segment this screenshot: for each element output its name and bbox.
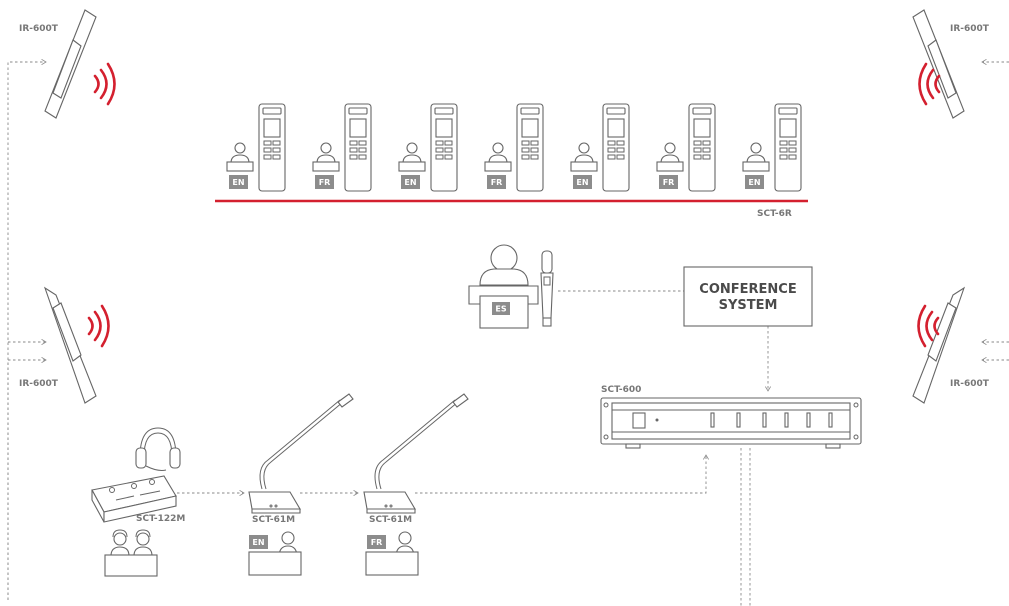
ir-wave-icon (87, 304, 110, 348)
speaker-lang-tag: ES (495, 305, 506, 314)
ir-label: IR-600T (950, 24, 990, 34)
lang-tag: EN (232, 178, 244, 187)
sct122m-label: SCT-122M (136, 514, 185, 524)
sct122m-interpreter-unit: SCT-122M (91, 427, 185, 524)
interpreter-person-icon (110, 529, 130, 557)
ir-label: IR-600T (19, 24, 59, 34)
booth-fr: FR (365, 531, 419, 576)
receiver-device-icon (602, 103, 630, 192)
headphones-icon (135, 427, 181, 471)
conference-line2: SYSTEM (719, 298, 778, 313)
booth-lang-tag: FR (371, 538, 383, 547)
ir-radiator-mid-left: IR-600T (19, 286, 110, 404)
lang-tag-box (659, 175, 678, 189)
receiver-device-icon (774, 103, 802, 192)
lang-tag-box (229, 175, 248, 189)
conference-line1: CONFERENCE (699, 282, 796, 297)
lang-tag: EN (748, 178, 760, 187)
lang-tag-box (401, 175, 420, 189)
sct61m-label: SCT-61M (369, 515, 412, 525)
lang-tag-box (745, 175, 764, 189)
booth-lang-tag: EN (252, 538, 264, 547)
receiver-unit: FR (484, 103, 544, 192)
receiver-device-icon (258, 103, 286, 192)
sct61m-delegate-mic-1: SCT-61M (248, 393, 354, 525)
ir-radiator-top-right: IR-600T (912, 9, 990, 119)
ir-label: IR-600T (950, 379, 990, 389)
lang-tag-box (487, 175, 506, 189)
interpreter-booth-desk (104, 529, 158, 577)
sct600-rack-unit: SCT-600 (600, 385, 862, 449)
sct600-label: SCT-600 (601, 385, 641, 395)
lang-tag: EN (404, 178, 416, 187)
speaker-at-lectern: ES (468, 244, 554, 329)
sct61m-delegate-mic-2: SCT-61M (363, 393, 469, 525)
receiver-device-icon (516, 103, 544, 192)
ir-radiator-top-left: IR-600T (19, 9, 116, 119)
participant-icon (742, 142, 770, 172)
lang-tag: FR (491, 178, 503, 187)
lang-tag: FR (663, 178, 675, 187)
lang-tag: EN (576, 178, 588, 187)
ir-wave-icon (917, 304, 940, 348)
participant-icon (570, 142, 598, 172)
ir-label: IR-600T (19, 379, 59, 389)
participant-icon (398, 142, 426, 172)
lang-tag-box (315, 175, 334, 189)
handheld-microphone-icon (540, 250, 554, 327)
receiver-unit: FR (656, 103, 716, 192)
lang-tag-box (573, 175, 592, 189)
speaker-person-icon (479, 244, 529, 286)
participant-icon (226, 142, 254, 172)
receiver-unit: FR (312, 103, 372, 192)
participant-icon (656, 142, 684, 172)
ir-radiator-mid-right: IR-600T (912, 286, 990, 404)
receiver-unit: EN (742, 103, 802, 192)
receiver-row: EN FR EN FR EN FR EN (226, 103, 802, 192)
receiver-unit: EN (226, 103, 286, 192)
conference-system-box: CONFERENCE SYSTEM (683, 266, 813, 327)
receiver-device-icon (344, 103, 372, 192)
sct61m-label: SCT-61M (252, 515, 295, 525)
sct6r-label: SCT-6R (757, 209, 792, 219)
interpreter-person-icon (133, 529, 153, 557)
participant-icon (484, 142, 512, 172)
booth-en: EN (248, 531, 302, 576)
receiver-unit: EN (398, 103, 458, 192)
receiver-unit: EN (570, 103, 630, 192)
receiver-device-icon (688, 103, 716, 192)
participant-icon (312, 142, 340, 172)
interpreter-console-icon (91, 475, 177, 523)
ir-wave-icon (918, 62, 941, 106)
signal-lines (7, 62, 1009, 606)
receiver-device-icon (430, 103, 458, 192)
ir-wave-icon (93, 62, 116, 106)
lang-tag: FR (319, 178, 331, 187)
